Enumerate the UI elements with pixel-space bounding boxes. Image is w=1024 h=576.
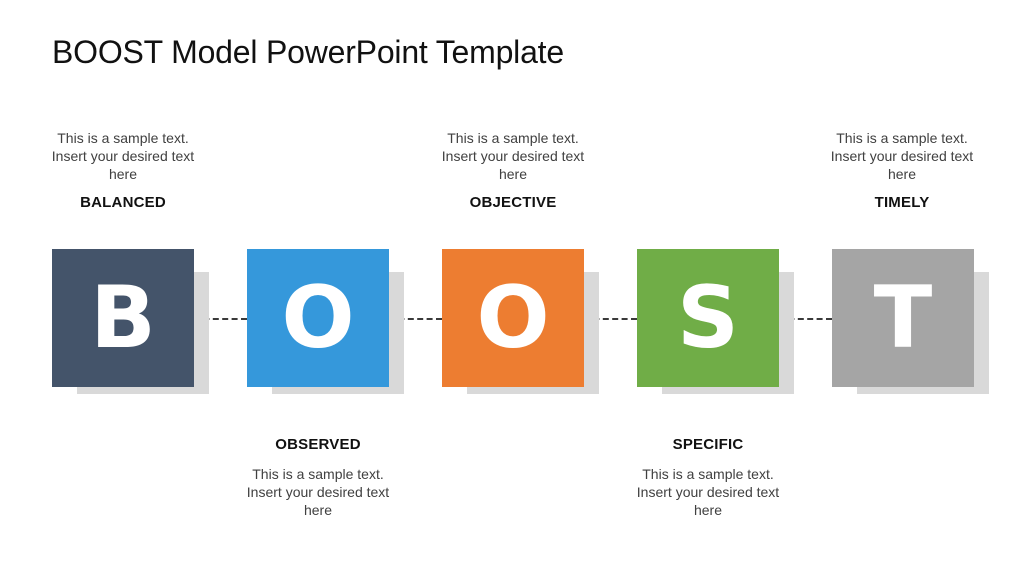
dashed-connector-4 [779,318,832,320]
label-balanced: BALANCED [80,194,166,211]
letter-o: O [476,268,550,368]
label-observed: OBSERVED [275,436,361,453]
letter-square-observed: O [247,249,389,387]
letter-square-balanced: B [52,249,194,387]
textblock-objective: This is a sample text. Insert your desir… [413,129,613,211]
letter-t: T [873,268,933,368]
textblock-timely: This is a sample text. Insert your desir… [802,129,1002,211]
letter-square-specific: S [637,249,779,387]
label-specific: SPECIFIC [672,436,744,453]
letter-o: O [281,268,355,368]
label-timely: TIMELY [874,194,930,211]
dashed-connector-3 [584,318,637,320]
letter-s: S [677,268,739,368]
textblock-observed: OBSERVED This is a sample text. Insert y… [218,436,418,519]
letter-b: B [90,268,156,368]
textblock-balanced: This is a sample text. Insert your desir… [23,129,223,211]
slide-title: BOOST Model PowerPoint Template [52,34,564,70]
letter-square-objective: O [442,249,584,387]
description: This is a sample text. Insert your desir… [246,466,390,518]
description: This is a sample text. Insert your desir… [441,130,585,182]
description: This is a sample text. Insert your desir… [830,130,974,182]
dashed-connector-1 [194,318,247,320]
description: This is a sample text. Insert your desir… [51,130,195,182]
letter-square-timely: T [832,249,974,387]
dashed-connector-2 [389,318,442,320]
label-objective: OBJECTIVE [469,194,557,211]
textblock-specific: SPECIFIC This is a sample text. Insert y… [608,436,808,519]
description: This is a sample text. Insert your desir… [636,466,780,518]
